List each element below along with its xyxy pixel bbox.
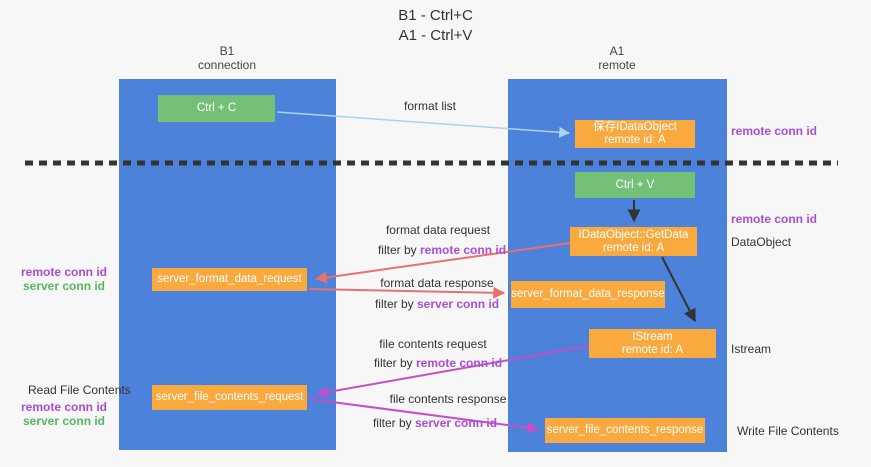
lane-b1-title: B1 xyxy=(219,44,235,58)
label-filter-remote-1: filter by remote conn id xyxy=(378,243,506,257)
box-getdata-line2: remote id: A xyxy=(602,241,665,254)
arrow-file-contents-request xyxy=(315,345,589,399)
arrow-format-data-response xyxy=(308,286,506,299)
right-remote-conn-id-top: remote conn id xyxy=(731,124,818,138)
lane-header-b1: B1 connection xyxy=(147,44,307,72)
label-format-data-response: format data response xyxy=(380,276,494,290)
box-server-format-data-response-label: server_format_data_response xyxy=(511,288,665,300)
filter-key-server-2: server conn id xyxy=(415,416,498,430)
label-filter-server-2: filter by server conn id xyxy=(373,416,497,430)
box-ctrl-v-label: Ctrl + V xyxy=(615,178,655,191)
title-line-1: B1 - Ctrl+C xyxy=(398,7,473,24)
filter-key-remote-1: remote conn id xyxy=(420,243,507,257)
diagram-title: B1 - Ctrl+C A1 - Ctrl+V xyxy=(0,6,871,46)
left-read-file-contents-label: Read File Contents xyxy=(28,383,131,397)
lane-a1-subtitle: remote xyxy=(598,58,636,72)
box-ctrl-c: Ctrl + C xyxy=(158,95,275,122)
arrow-format-data-request xyxy=(314,242,571,284)
label-file-contents-request: file contents request xyxy=(379,337,487,351)
label-format-list: format list xyxy=(403,99,457,113)
filter-key-server-1: server conn id xyxy=(417,297,500,311)
left-remote-conn-id-bottom: remote conn id xyxy=(20,400,107,414)
box-server-format-data-request-label: server_format_data_request xyxy=(157,273,302,285)
label-filter-server-1: filter by server conn id xyxy=(375,297,499,311)
box-save-dataobject: 保存IDataObject remote id: A xyxy=(575,120,695,148)
left-remote-conn-id-mid: remote conn id xyxy=(20,265,107,279)
box-istream-line2: remote id: A xyxy=(621,343,684,356)
box-server-file-contents-response: server_file_contents_response xyxy=(545,418,705,443)
lane-a1-title: A1 xyxy=(609,44,625,58)
left-conn-ids-bottom: remote conn id server conn id xyxy=(20,400,108,428)
arrow-getdata-istream xyxy=(661,256,696,323)
left-server-conn-id-mid: server conn id xyxy=(22,279,106,293)
box-istream-line1: IStream xyxy=(632,330,673,343)
right-write-file-contents-label: Write File Contents xyxy=(737,424,839,438)
box-getdata-line1: IDataObject::GetData xyxy=(578,228,689,241)
right-remote-conn-id-mid: remote conn id xyxy=(731,212,818,226)
box-server-file-contents-request: server_file_contents_request xyxy=(152,385,307,410)
filter-prefix-1: filter by xyxy=(377,243,417,257)
lane-b1-subtitle: connection xyxy=(197,58,257,72)
box-server-file-contents-response-label: server_file_contents_response xyxy=(546,424,704,436)
box-server-format-data-request: server_format_data_request xyxy=(152,268,307,291)
box-ctrl-c-label: Ctrl + C xyxy=(196,102,237,114)
box-save-dataobject-line2: remote id: A xyxy=(604,134,666,146)
box-server-file-contents-request-label: server_file_contents_request xyxy=(155,391,304,403)
box-ctrl-v: Ctrl + V xyxy=(575,172,695,198)
filter-key-remote-2: remote conn id xyxy=(416,356,503,370)
label-format-data-request: format data request xyxy=(385,223,491,237)
title-line-2: A1 - Ctrl+V xyxy=(398,27,473,44)
left-server-conn-id-bottom: server conn id xyxy=(22,414,106,428)
right-dataobject-label: DataObject xyxy=(731,235,792,249)
arrow-format-list xyxy=(276,111,571,138)
filter-prefix-3: filter by xyxy=(373,356,413,370)
arrow-file-contents-response xyxy=(308,398,540,434)
box-server-format-data-response: server_format_data_response xyxy=(511,281,665,308)
lane-header-a1: A1 remote xyxy=(537,44,697,72)
filter-prefix-2: filter by xyxy=(374,297,414,311)
left-conn-ids-mid: remote conn id server conn id xyxy=(20,265,108,293)
box-save-dataobject-line1: 保存IDataObject xyxy=(593,121,677,133)
label-file-contents-response: file contents response xyxy=(389,392,507,406)
box-istream: IStream remote id: A xyxy=(589,329,716,358)
label-filter-remote-2: filter by remote conn id xyxy=(374,356,502,370)
filter-prefix-4: filter by xyxy=(372,416,412,430)
right-istream-label: Istream xyxy=(731,342,772,356)
box-getdata: IDataObject::GetData remote id: A xyxy=(570,227,697,256)
